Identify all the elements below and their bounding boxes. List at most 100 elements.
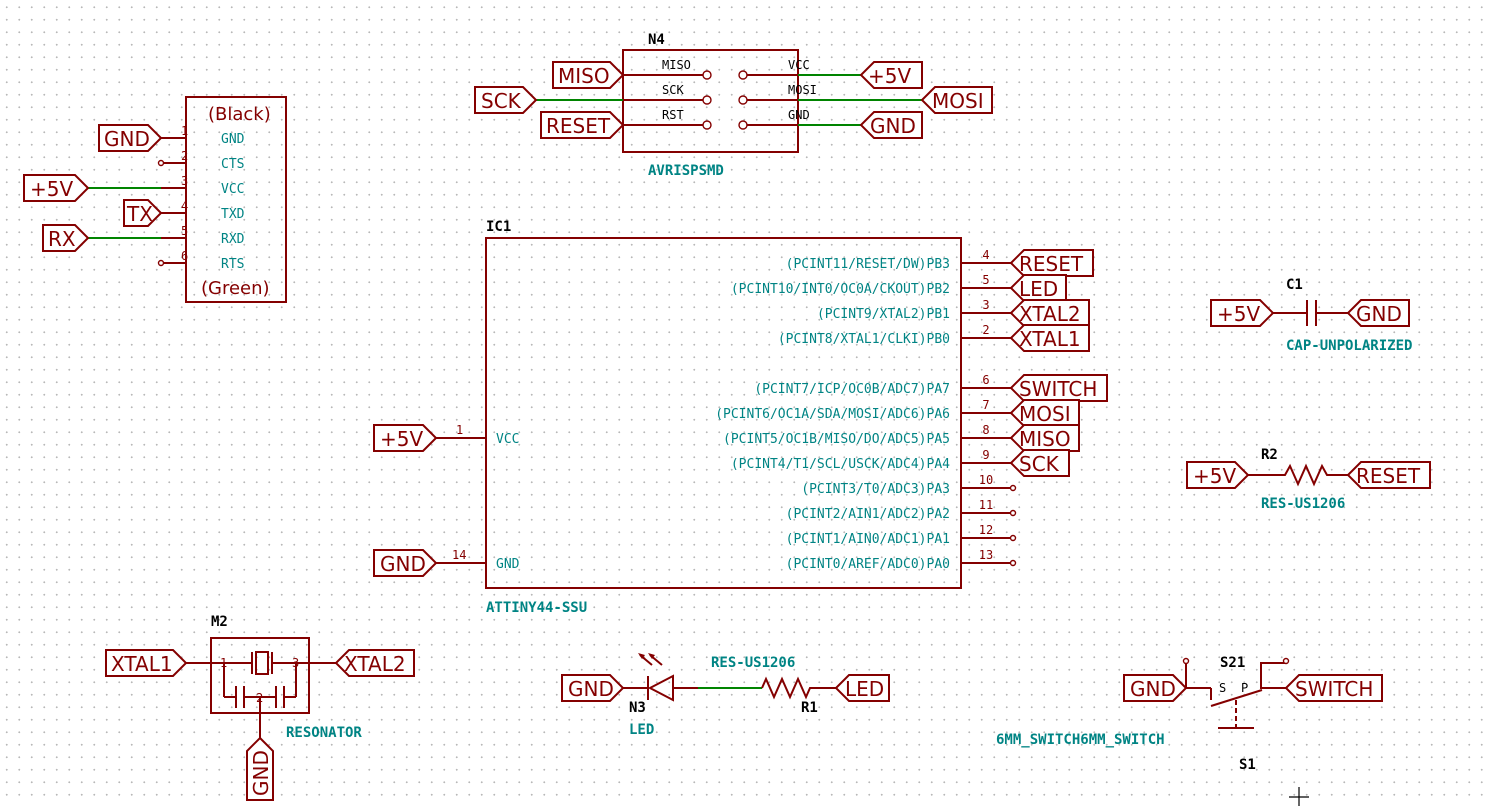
- isp-header[interactable]: N4 AVRISPSMD MISO SCK RST VCC MOSI GND: [622, 32, 817, 179]
- pin-number: 1: [220, 656, 227, 670]
- net-label-gnd[interactable]: GND: [373, 549, 438, 577]
- pin-name: RTS: [221, 257, 244, 272]
- pin-name: (PCINT4/T1/SCL/USCK/ADC4)PA4: [731, 457, 950, 472]
- net-label-sck[interactable]: SCK: [474, 86, 538, 114]
- svg-text:XTAL2: XTAL2: [1019, 302, 1081, 326]
- pin-name: (PCINT1/AIN0/ADC1)PA1: [786, 532, 950, 547]
- nc-marker: [157, 159, 165, 167]
- pin-number: 3: [292, 656, 299, 670]
- net-label-led[interactable]: LED: [834, 674, 890, 702]
- svg-text:MISO: MISO: [1019, 427, 1071, 451]
- resonator-value: RESONATOR: [286, 725, 362, 741]
- cap-ref: C1: [1286, 277, 1303, 293]
- resistor-r2[interactable]: R2 RES-US1206: [1248, 447, 1348, 512]
- net-label-tx[interactable]: TX: [123, 199, 163, 227]
- net-label-reset[interactable]: RESET: [540, 111, 625, 139]
- svg-text:GND: GND: [249, 750, 273, 796]
- pad: [702, 120, 712, 130]
- cap-value: CAP-UNPOLARIZED: [1286, 338, 1412, 354]
- pin-number: 11: [979, 498, 993, 512]
- net-label-gnd[interactable]: GND: [561, 674, 625, 702]
- net-label-xtal2[interactable]: XTAL2: [334, 649, 415, 677]
- nc-marker: [157, 259, 165, 267]
- net-label-5v[interactable]: +5V: [859, 61, 923, 89]
- net-label-gnd[interactable]: GND: [1346, 299, 1410, 327]
- ftdi-connector[interactable]: (Black) (Green) 1 2 3 4 5 6 GND CTS VCC …: [157, 96, 287, 303]
- r2-value: RES-US1206: [1261, 496, 1345, 512]
- pin-number: 7: [982, 398, 989, 412]
- svg-text:+5V: +5V: [868, 64, 911, 88]
- r1-ref: R1: [801, 700, 818, 716]
- net-label-switch[interactable]: SWITCH: [1009, 374, 1108, 402]
- svg-text:XTAL2: XTAL2: [344, 652, 406, 676]
- switch-s1[interactable]: S21 6MM_SWITCH6MM_SWITCH S1 S P: [996, 655, 1290, 773]
- ic-value: ATTINY44-SSU: [486, 600, 587, 616]
- led-value: LED: [629, 722, 654, 738]
- pad: [702, 95, 712, 105]
- pin-name: (PCINT3/T0/ADC3)PA3: [801, 482, 950, 497]
- pin-name: (PCINT9/XTAL2)PB1: [817, 307, 950, 322]
- net-label-led[interactable]: LED: [1009, 274, 1067, 302]
- net-label-5v[interactable]: +5V: [1210, 299, 1275, 327]
- led-ref: N3: [629, 700, 646, 716]
- svg-text:LED: LED: [845, 677, 884, 701]
- pin-number: 1: [181, 124, 188, 138]
- pin-number: 6: [181, 249, 188, 263]
- crosshair-cursor-icon: [1289, 787, 1309, 806]
- pin-number: 4: [982, 248, 989, 262]
- nc-marker: [1009, 534, 1017, 542]
- pin-number: 10: [979, 473, 993, 487]
- capacitor-c1[interactable]: C1 CAP-UNPOLARIZED: [1273, 277, 1412, 354]
- svg-text:GND: GND: [1130, 677, 1176, 701]
- svg-text:RESET: RESET: [546, 114, 611, 138]
- net-label-5v[interactable]: +5V: [373, 424, 438, 452]
- net-label-xtal1[interactable]: XTAL1: [1009, 324, 1090, 352]
- net-label-5v[interactable]: +5V: [23, 174, 90, 202]
- net-label-mosi[interactable]: MOSI: [920, 86, 993, 114]
- net-label-5v[interactable]: +5V: [1186, 461, 1250, 489]
- svg-text:SCK: SCK: [1019, 452, 1060, 476]
- net-label-mosi[interactable]: MOSI: [1009, 399, 1080, 427]
- switch-p-label: P: [1241, 681, 1248, 695]
- net-label-gnd[interactable]: GND: [859, 111, 923, 139]
- resonator-m2[interactable]: M2 RESONATOR 1 3 2: [186, 614, 362, 741]
- svg-text:+5V: +5V: [1217, 302, 1260, 326]
- led-n3[interactable]: N3 LED: [623, 653, 698, 738]
- svg-text:XTAL1: XTAL1: [1019, 327, 1081, 351]
- svg-text:GND: GND: [870, 114, 916, 138]
- net-label-gnd[interactable]: GND: [246, 736, 274, 801]
- net-label-rx[interactable]: RX: [42, 224, 90, 252]
- svg-text:XTAL1: XTAL1: [111, 652, 173, 676]
- net-label-miso[interactable]: MISO: [1009, 424, 1080, 452]
- pin-number: 6: [982, 373, 989, 387]
- switch-s-label: S: [1219, 681, 1226, 695]
- svg-text:+5V: +5V: [380, 427, 423, 451]
- net-label-xtal1[interactable]: XTAL1: [105, 649, 188, 677]
- pin-number: 12: [979, 523, 993, 537]
- svg-text:+5V: +5V: [30, 177, 73, 201]
- net-label-xtal2[interactable]: XTAL2: [1009, 299, 1090, 327]
- resistor-r1[interactable]: RES-US1206 R1: [711, 655, 836, 716]
- r1-value: RES-US1206: [711, 655, 795, 671]
- net-label-gnd[interactable]: GND: [1123, 674, 1188, 702]
- pin-number: 9: [982, 448, 989, 462]
- svg-text:MOSI: MOSI: [932, 89, 984, 113]
- net-label-reset[interactable]: RESET: [1009, 249, 1094, 277]
- net-label-sck[interactable]: SCK: [1009, 449, 1070, 477]
- isp-ref: N4: [648, 32, 665, 48]
- net-label-gnd[interactable]: GND: [98, 124, 163, 152]
- net-label-switch[interactable]: SWITCH: [1284, 674, 1383, 702]
- pin-name: VCC: [788, 58, 810, 72]
- svg-text:LED: LED: [1019, 277, 1058, 301]
- pin-name: RST: [662, 108, 684, 122]
- net-label-reset[interactable]: RESET: [1346, 461, 1431, 489]
- pin-number: 8: [982, 423, 989, 437]
- pad: [738, 95, 748, 105]
- pin-name: VCC: [496, 432, 519, 447]
- net-label-miso[interactable]: MISO: [552, 61, 625, 89]
- attiny44-ic[interactable]: IC1 ATTINY44-SSU 1 14 VCC GND 4 5 3 2 6: [436, 219, 1017, 616]
- nc-marker: [1009, 559, 1017, 567]
- pin-name: (PCINT11/RESET/DW)PB3: [786, 257, 950, 272]
- svg-text:TX: TX: [126, 202, 153, 226]
